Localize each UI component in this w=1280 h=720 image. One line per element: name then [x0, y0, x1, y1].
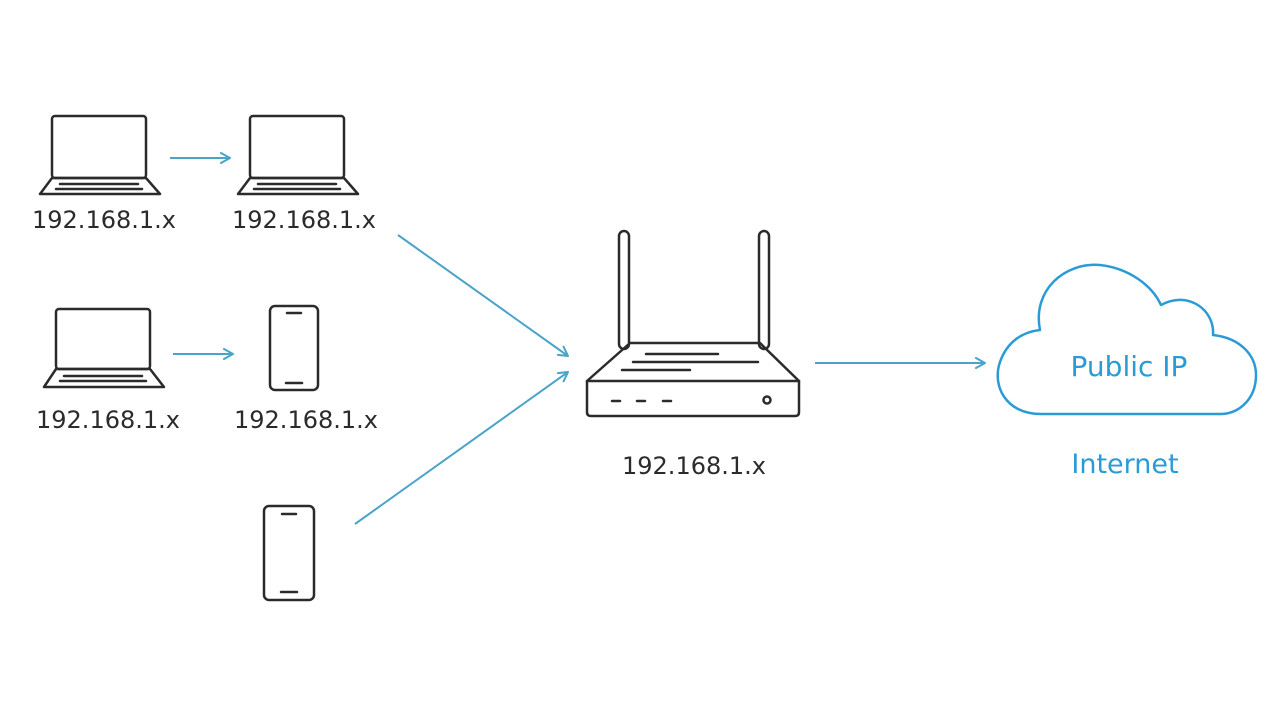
cloud-icon — [996, 263, 1258, 416]
phone-2 — [262, 504, 316, 602]
cloud-label: Public IP — [1071, 350, 1188, 383]
laptop-3-label: 192.168.1.x — [36, 406, 180, 434]
phone-1 — [268, 304, 320, 392]
router — [585, 229, 801, 418]
laptop-icon — [236, 114, 360, 196]
laptop-icon — [38, 114, 162, 196]
laptop-2-label: 192.168.1.x — [232, 206, 376, 234]
laptop-3 — [42, 307, 166, 389]
laptop-1-label: 192.168.1.x — [32, 206, 176, 234]
smartphone-icon — [268, 304, 320, 392]
smartphone-icon — [262, 504, 316, 602]
laptop-icon — [42, 307, 166, 389]
laptop-1 — [38, 114, 162, 196]
connection-arrow — [397, 234, 569, 357]
router-label: 192.168.1.x — [622, 452, 766, 480]
laptop-2 — [236, 114, 360, 196]
cloud: Public IP — [996, 263, 1258, 416]
router-icon — [585, 229, 801, 418]
phone-1-label: 192.168.1.x — [234, 406, 378, 434]
internet-caption: Internet — [1071, 449, 1178, 480]
connection-arrow — [354, 371, 569, 525]
